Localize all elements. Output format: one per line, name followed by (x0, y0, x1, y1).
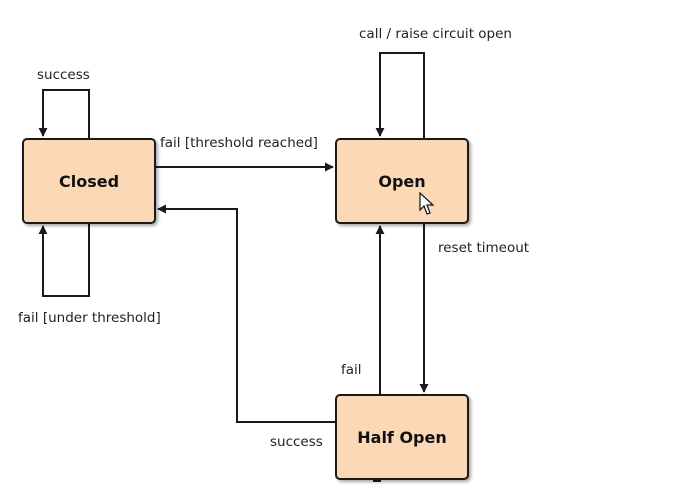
label-open-self: call / raise circuit open (359, 26, 512, 42)
half-open-to-closed-arrow (157, 204, 335, 423)
label-closed-fail-under: fail [under threshold] (18, 310, 161, 326)
state-closed: Closed (22, 138, 156, 224)
closed-fail-loop (38, 224, 90, 297)
mouse-cursor-icon (419, 192, 435, 215)
label-closed-to-open: fail [threshold reached] (160, 135, 318, 151)
label-half-open-success: success (270, 434, 323, 450)
closed-success-loop (38, 89, 90, 138)
state-half-open: Half Open (335, 394, 469, 480)
state-open: Open (335, 138, 469, 224)
open-self-loop (375, 52, 425, 138)
label-half-open-fail: fail (341, 362, 362, 378)
label-closed-success: success (37, 67, 90, 83)
label-reset-timeout: reset timeout (438, 240, 530, 256)
